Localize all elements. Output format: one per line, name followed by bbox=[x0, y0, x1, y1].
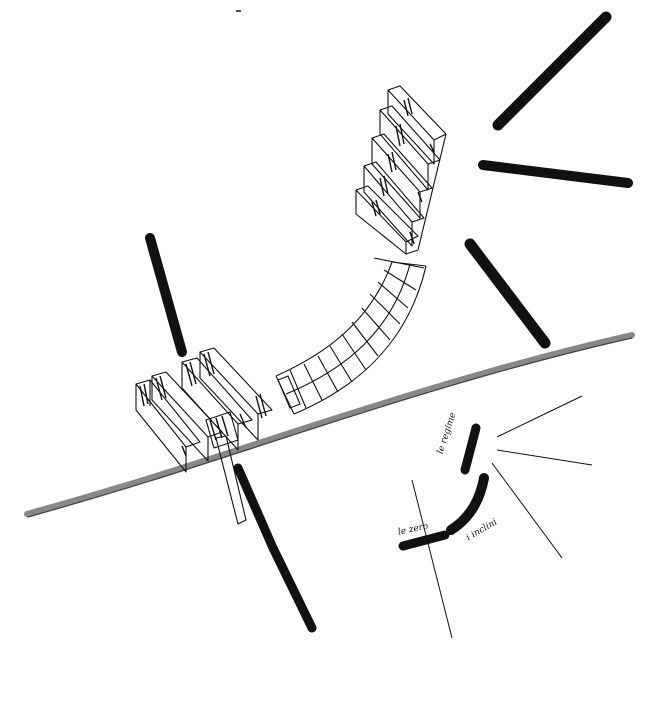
upper-building-cluster bbox=[355, 85, 447, 255]
road-axis-edge bbox=[27, 337, 633, 518]
annotation-top: le regime bbox=[436, 411, 459, 455]
inset-wall-left bbox=[398, 530, 450, 551]
wall-right-lower bbox=[464, 238, 551, 349]
inset-wall-curve bbox=[446, 473, 489, 535]
left-building-cluster bbox=[135, 347, 273, 525]
inset-diagram: le regime le zero i inclini bbox=[397, 395, 593, 639]
wall-top-right bbox=[492, 11, 612, 131]
annotation-left: le zero bbox=[397, 521, 430, 537]
annotation-curve: i inclini bbox=[465, 517, 499, 543]
left-building-hatching bbox=[139, 351, 267, 457]
wall-right bbox=[478, 160, 633, 188]
inset-wall-top bbox=[460, 423, 481, 475]
upper-building-hatching bbox=[371, 97, 435, 245]
wall-left bbox=[145, 233, 187, 357]
curved-bar-building bbox=[275, 257, 427, 415]
wall-bottom bbox=[233, 463, 317, 633]
road-axis bbox=[24, 332, 635, 517]
